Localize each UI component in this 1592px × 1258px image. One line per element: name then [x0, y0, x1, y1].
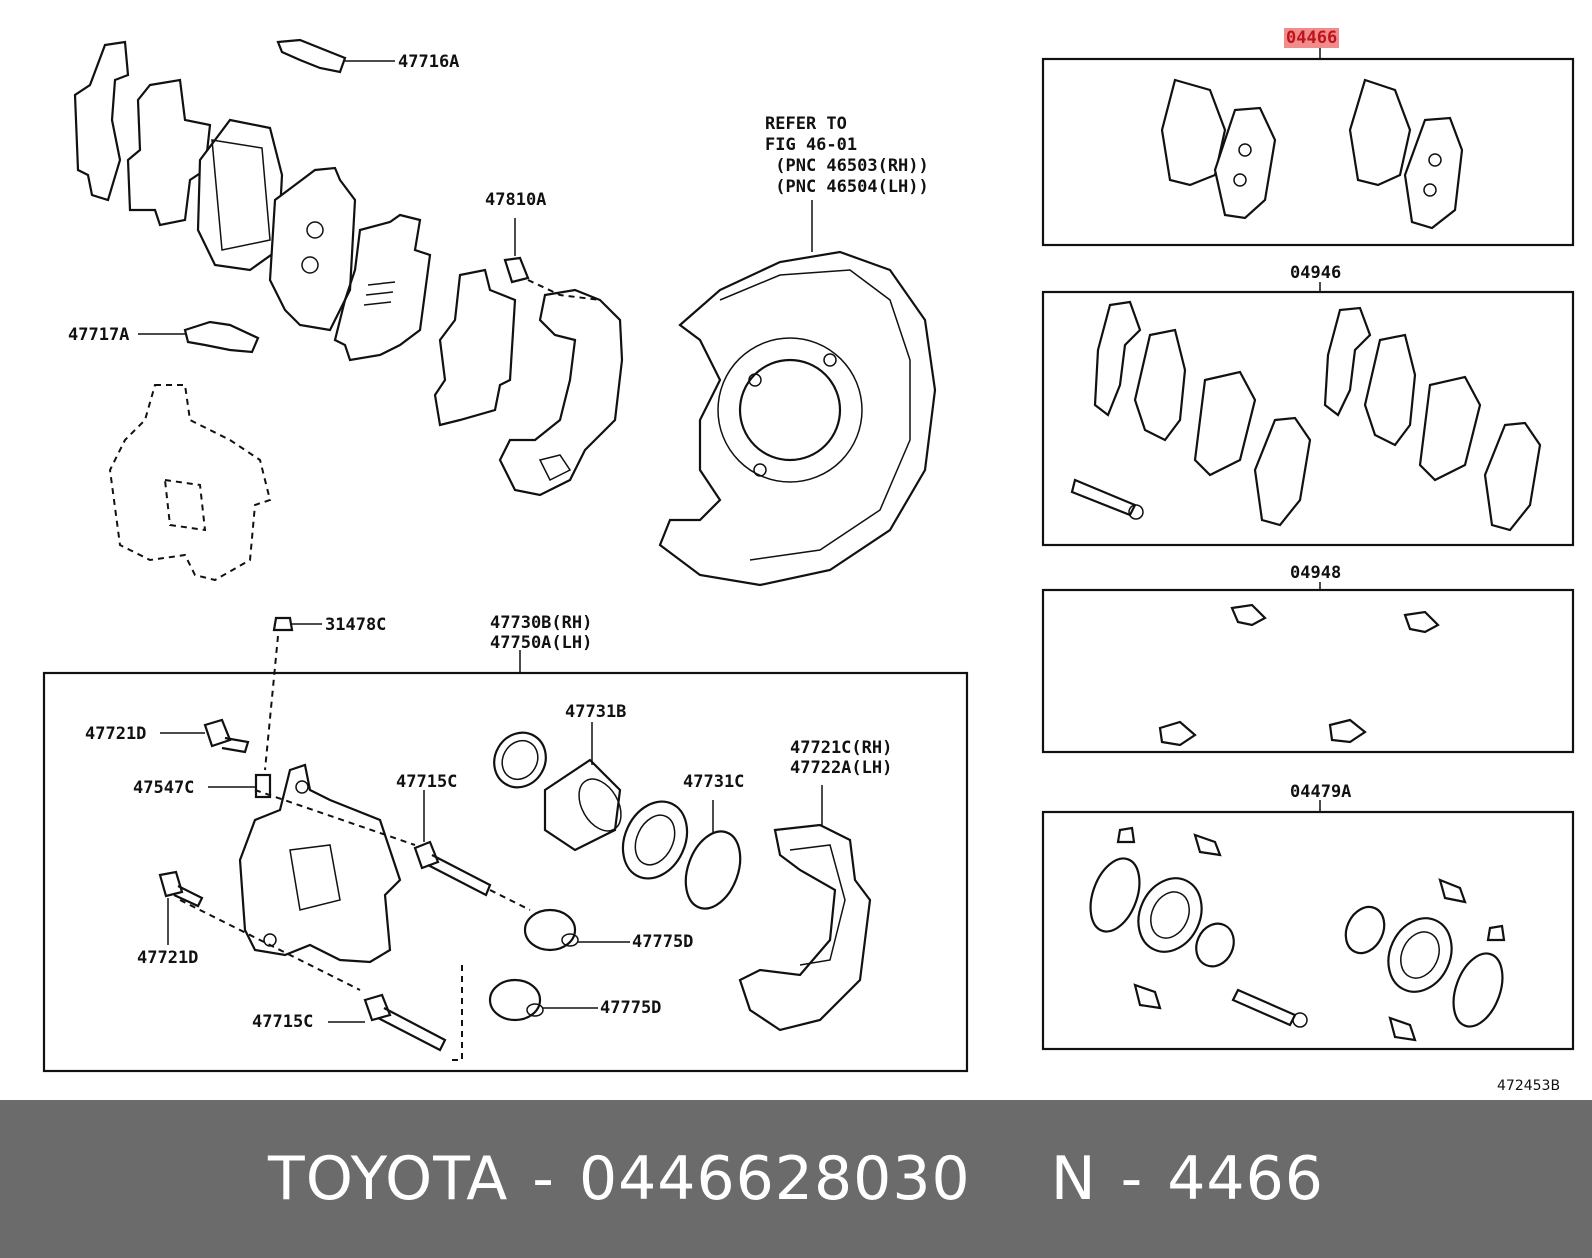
label-47716A: 47716A — [398, 52, 460, 72]
label-47731B: 47731B — [565, 702, 627, 722]
boot-47775D-top — [523, 908, 579, 952]
dust-shield — [658, 250, 937, 587]
catalog-prefix: N — [1050, 1144, 1097, 1214]
label-47547C: 47547C — [133, 778, 195, 798]
piston-47731B — [543, 758, 622, 852]
parts-drawing — [42, 38, 1575, 1073]
label-47810A: 47810A — [485, 190, 547, 210]
kit-frame-04946 — [1041, 290, 1575, 547]
brake-pad-right — [268, 166, 357, 332]
refer-line-2: FIG 46-01 — [765, 135, 858, 155]
ring-47731C — [684, 830, 742, 910]
piston-seal — [621, 800, 689, 880]
bolt-47721D-top — [203, 718, 250, 754]
label-47715C-bottom: 47715C — [252, 1012, 314, 1032]
bolt-47721D-bottom — [158, 870, 204, 908]
label-47721C: 47721C(RH) — [790, 738, 893, 758]
kit-label-04466[interactable]: 04466 — [1284, 28, 1340, 48]
refer-line-3: (PNC 46503(RH)) — [765, 156, 929, 176]
boot-47775D-bottom — [488, 978, 544, 1022]
label-47730B: 47730B(RH) — [490, 613, 593, 633]
caliper-assembly-frame — [42, 671, 969, 1073]
kit-frame-04948 — [1041, 588, 1575, 754]
shim-kit-04946 — [1070, 300, 1542, 532]
seal-kit-04479A — [1089, 826, 1506, 1042]
shim-outer-left — [73, 40, 130, 202]
kit-frame-04466 — [1041, 57, 1575, 247]
caliper-bracket-47721C — [738, 823, 872, 1032]
clip-47717A — [183, 320, 260, 354]
refer-line-1: REFER TO — [765, 114, 847, 134]
label-47731C: 47731C — [683, 772, 745, 792]
clip-47716A — [276, 38, 347, 74]
catalog-number: 4466 — [1167, 1144, 1324, 1214]
kit-frame-04479A — [1041, 810, 1575, 1051]
bleeder-47547C — [254, 773, 272, 799]
pad-set-04466 — [1160, 78, 1464, 230]
label-47717A: 47717A — [68, 325, 130, 345]
label-47722A: 47722A(LH) — [790, 758, 893, 778]
caliper-housing — [238, 763, 402, 964]
seal-ring — [493, 731, 547, 789]
shim-right-exploded — [433, 268, 517, 427]
part-number: 0446628030 — [578, 1144, 971, 1214]
label-47715C-top: 47715C — [396, 772, 458, 792]
part-info-footer: TOYOTA - 0446628030 N - 4466 — [0, 1100, 1592, 1258]
parts-diagram: 47716A 47810A 47717A REFER TO FIG 46-01 … — [42, 28, 1575, 1094]
label-47750A: 47750A(LH) — [490, 633, 593, 653]
brand-name: TOYOTA — [268, 1144, 509, 1214]
pin-47715C-top — [413, 840, 492, 897]
kit-label-04946[interactable]: 04946 — [1290, 263, 1342, 283]
brake-pad-left — [196, 118, 284, 272]
label-47721D-bottom: 47721D — [137, 948, 199, 968]
bleeder-cap-31478C — [272, 616, 294, 632]
caliper-bracket — [498, 288, 624, 497]
clip-kit-04948 — [1158, 603, 1440, 747]
figure-code: 472453B — [1497, 1078, 1561, 1094]
bolt-47810A — [503, 218, 530, 284]
label-47775D-top: 47775D — [632, 932, 694, 952]
anti-rattle-clip — [333, 213, 432, 362]
separator: - — [532, 1144, 555, 1214]
shim-inner-left — [126, 78, 212, 227]
refer-line-4: (PNC 46504(LH)) — [765, 177, 929, 197]
pin-47715C-bottom — [363, 993, 447, 1052]
kit-label-04479A[interactable]: 04479A — [1290, 782, 1352, 802]
separator: - — [1120, 1144, 1144, 1214]
kit-label-04948[interactable]: 04948 — [1290, 563, 1342, 583]
label-47721D-top: 47721D — [85, 724, 147, 744]
label-31478C: 31478C — [325, 615, 387, 635]
caliper-ghost — [108, 384, 272, 582]
label-47775D-bottom: 47775D — [600, 998, 662, 1018]
